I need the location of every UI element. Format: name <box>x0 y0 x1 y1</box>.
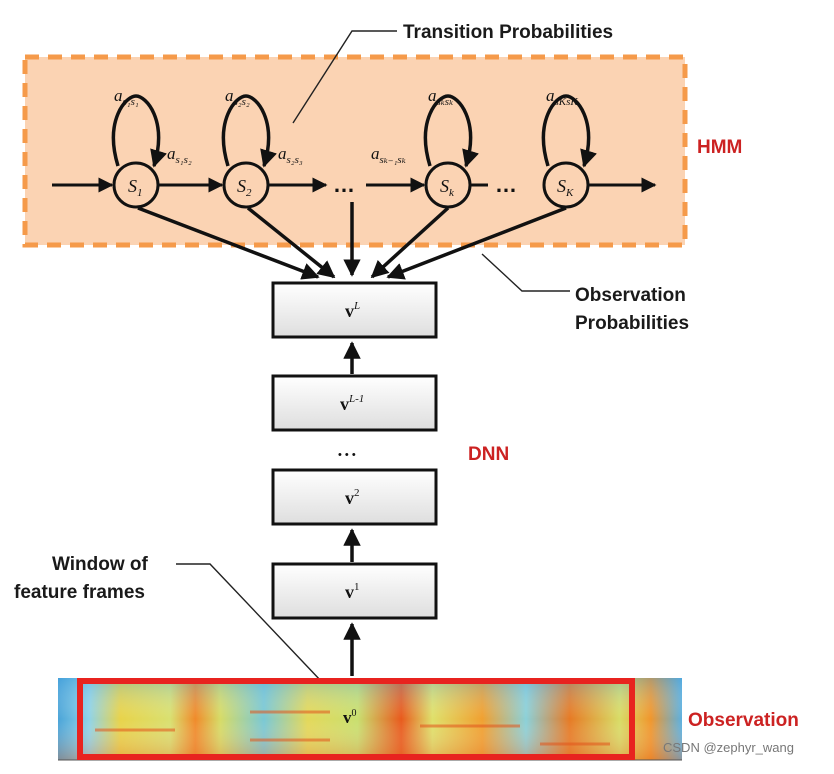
state-label: SK <box>557 176 574 199</box>
state-label: S2 <box>237 176 252 199</box>
dnn-label: DNN <box>468 444 509 465</box>
state-ellipsis-right: … <box>495 172 517 197</box>
transition-label-s2-s3: as₂s₃ <box>278 144 303 166</box>
state-node <box>222 161 270 209</box>
layer-label: vL <box>345 300 360 321</box>
spectrogram-formants <box>95 710 610 746</box>
self-loop-label: as₁s₁ <box>114 86 139 108</box>
observation-window-box <box>77 678 635 760</box>
watermark: CSDN @zephyr_wang <box>663 740 794 755</box>
self-loop-label: asKsK <box>546 86 578 108</box>
state-label: S1 <box>128 176 143 199</box>
spectrogram: v0 <box>58 678 682 761</box>
dnn-layer-vL: vL <box>271 281 438 339</box>
transition-label-sk1-sk: asₖ₋₁sₖ <box>371 144 406 166</box>
layer-label: vL-1 <box>340 393 364 414</box>
self-loop-arrow <box>423 94 479 168</box>
self-loop-arrow <box>221 94 277 168</box>
layer-box <box>271 562 438 620</box>
transition-callout-line <box>292 30 397 124</box>
window-label-1: Window of <box>52 554 149 575</box>
state-s2: S2 as₂s₂ <box>221 86 277 209</box>
observation-probabilities-label-2: Probabilities <box>575 313 689 334</box>
layer-label: v1 <box>345 581 360 602</box>
observation-probabilities-label-1: Observation <box>575 285 686 306</box>
emission-arrow <box>246 206 336 279</box>
observation-callout-line <box>481 253 570 292</box>
state-label: Sk <box>440 176 455 199</box>
state-node <box>542 161 590 209</box>
dnn-layer-vL-1: vL-1 <box>271 374 438 432</box>
dnn-layer-v2: v2 <box>271 468 438 526</box>
emission-arrows <box>137 202 567 280</box>
hmm-label: HMM <box>697 137 742 158</box>
self-loop-label: asₖsₖ <box>428 86 453 108</box>
emission-arrow <box>386 206 567 280</box>
state-sk: Sk asₖsₖ <box>423 86 479 209</box>
state-ellipsis-left: … <box>333 172 355 197</box>
layer-ellipsis: • • • <box>338 449 356 461</box>
layer-label: v2 <box>345 487 360 508</box>
emission-arrow <box>137 206 320 280</box>
transition-label-s1-s2: as₁s₂ <box>167 144 192 166</box>
layer-box <box>271 281 438 339</box>
self-loop-label: as₂s₂ <box>225 86 250 108</box>
layer-box <box>271 468 438 526</box>
input-layer-label: v0 <box>343 708 357 727</box>
self-loop-arrow <box>111 94 167 168</box>
observation-label: Observation <box>688 710 799 731</box>
spectrogram-shading <box>58 678 682 760</box>
dnn-layer-v1: v1 <box>271 562 438 620</box>
layer-box <box>271 374 438 432</box>
self-loop-arrow <box>541 94 597 168</box>
emission-arrow <box>370 206 450 279</box>
state-s1: S1 as₁s₁ <box>111 86 167 209</box>
window-label-2: feature frames <box>14 582 145 603</box>
transition-probabilities-label: Transition Probabilities <box>403 22 613 43</box>
hmm-region <box>22 54 688 248</box>
window-callout-line <box>176 563 323 683</box>
